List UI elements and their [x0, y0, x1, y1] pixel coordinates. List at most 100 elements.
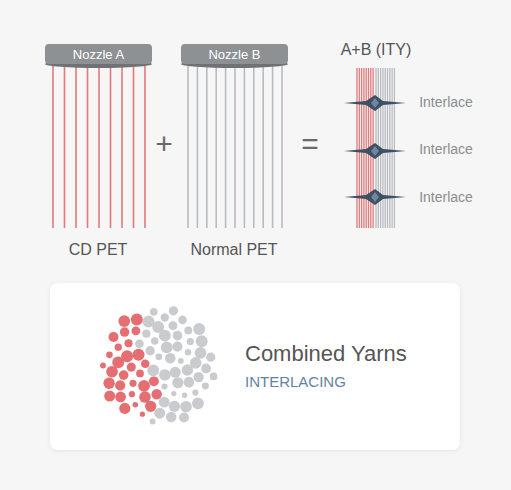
fiber-dot	[150, 308, 158, 316]
card-title: Combined Yarns	[245, 341, 407, 367]
fiber-dot	[165, 353, 176, 364]
spinning-nozzle: Nozzle A	[45, 44, 152, 68]
fiber-dot	[184, 377, 195, 388]
fiber-dot	[172, 342, 182, 352]
normal-fiber	[215, 66, 217, 228]
fiber-dot	[192, 389, 198, 395]
fiber-dot	[178, 358, 184, 364]
fiber-dot	[135, 339, 144, 348]
cd-fiber	[98, 66, 100, 228]
card-ground	[50, 283, 460, 450]
combined-normal-fiber	[387, 68, 388, 228]
fiber-dot	[115, 392, 126, 403]
fiber-dot	[145, 346, 154, 355]
material-label: Normal PET	[190, 241, 277, 259]
knot-center	[371, 192, 379, 202]
fiber-dot	[206, 353, 215, 362]
normal-fiber	[187, 66, 189, 228]
interlace-label: Interlace	[419, 94, 473, 110]
fiber-dot	[119, 403, 130, 414]
result-label: A+B (ITY)	[341, 41, 412, 59]
combined-normal-fiber	[389, 68, 390, 228]
fiber-dot	[100, 363, 106, 369]
cd-fiber	[144, 66, 146, 228]
fiber-dot	[173, 331, 183, 341]
fiber-dot	[115, 343, 122, 350]
plus-sign: +	[155, 127, 173, 161]
interlace-label: Interlace	[419, 141, 473, 157]
fiber-dot	[161, 313, 169, 321]
fiber-dot	[142, 316, 154, 328]
fiber-dot	[133, 349, 145, 361]
fiber-dot	[161, 383, 167, 389]
interlace-knot	[344, 143, 406, 159]
fiber-dot	[159, 397, 170, 408]
knot-center	[371, 146, 379, 156]
dot-cluster	[100, 306, 217, 424]
fiber-dot	[142, 330, 150, 338]
normal-fiber	[244, 66, 246, 228]
fiber-dot	[196, 335, 208, 347]
combined-normal-fiber	[391, 68, 392, 228]
fiber-dot	[180, 401, 192, 413]
interlace-knot	[344, 95, 406, 111]
fiber-dot	[140, 412, 145, 417]
normal-fiber	[262, 66, 264, 228]
fiber-dot	[187, 338, 194, 345]
fiber-dot	[106, 366, 118, 378]
combined-cd-fiber	[366, 68, 367, 228]
interlace-knots	[344, 95, 406, 205]
card-subtitle: INTERLACING	[245, 373, 346, 391]
fiber-dot	[141, 360, 149, 368]
fiber-dot	[195, 347, 207, 359]
fiber-dot	[179, 412, 189, 422]
fiber-dot	[125, 339, 133, 347]
fiber-dot	[155, 353, 162, 360]
combined-normal-fiber	[394, 68, 395, 228]
fiber-dot	[185, 349, 192, 356]
fiber-dot	[192, 397, 204, 409]
info-card: Combined YarnsINTERLACING	[50, 283, 460, 450]
fiber-dot	[108, 332, 118, 342]
combined-normal-fiber	[382, 68, 383, 228]
fiber-dot	[159, 369, 170, 380]
fiber-dot	[145, 401, 156, 412]
interlace-label: Interlace	[419, 189, 473, 205]
fiber-dot	[210, 373, 218, 381]
normal-fiber	[225, 66, 227, 228]
fiber-dot	[127, 363, 136, 372]
knot-center	[371, 98, 379, 108]
fiber-dot	[115, 380, 125, 390]
material-label: CD PET	[69, 241, 128, 259]
fiber-dot	[168, 321, 177, 330]
fiber-dot	[104, 391, 115, 402]
nozzle-label: Nozzle B	[208, 47, 260, 63]
fiber-dot	[169, 401, 180, 412]
normal-fiber	[272, 66, 274, 228]
fiber-dot	[138, 380, 150, 392]
fiber-dot	[131, 314, 143, 326]
fiber-dot	[136, 370, 144, 378]
normal-fiber	[253, 66, 255, 228]
cd-fiber	[75, 66, 77, 228]
fiber-dot	[132, 402, 138, 408]
normal-fiber	[281, 66, 283, 228]
fiber-dot	[184, 326, 192, 334]
fiber-dot	[149, 376, 159, 386]
fiber-dot	[190, 357, 202, 369]
combined-cd-fiber	[363, 68, 364, 228]
combined-cd-fiber	[361, 68, 362, 228]
fiber-dot	[170, 367, 181, 378]
equals-sign: =	[301, 127, 319, 161]
fiber-dot	[178, 316, 187, 325]
fiber-dot	[169, 306, 178, 315]
combined-cd-fiber	[359, 68, 360, 228]
normal-fiber	[206, 66, 208, 228]
normal-fiber	[234, 66, 236, 228]
fiber-dot	[120, 327, 129, 336]
fiber-dot	[182, 392, 187, 397]
fiber-dot	[147, 364, 159, 376]
fiber-dot	[193, 372, 203, 382]
fiber-dot	[172, 377, 183, 388]
